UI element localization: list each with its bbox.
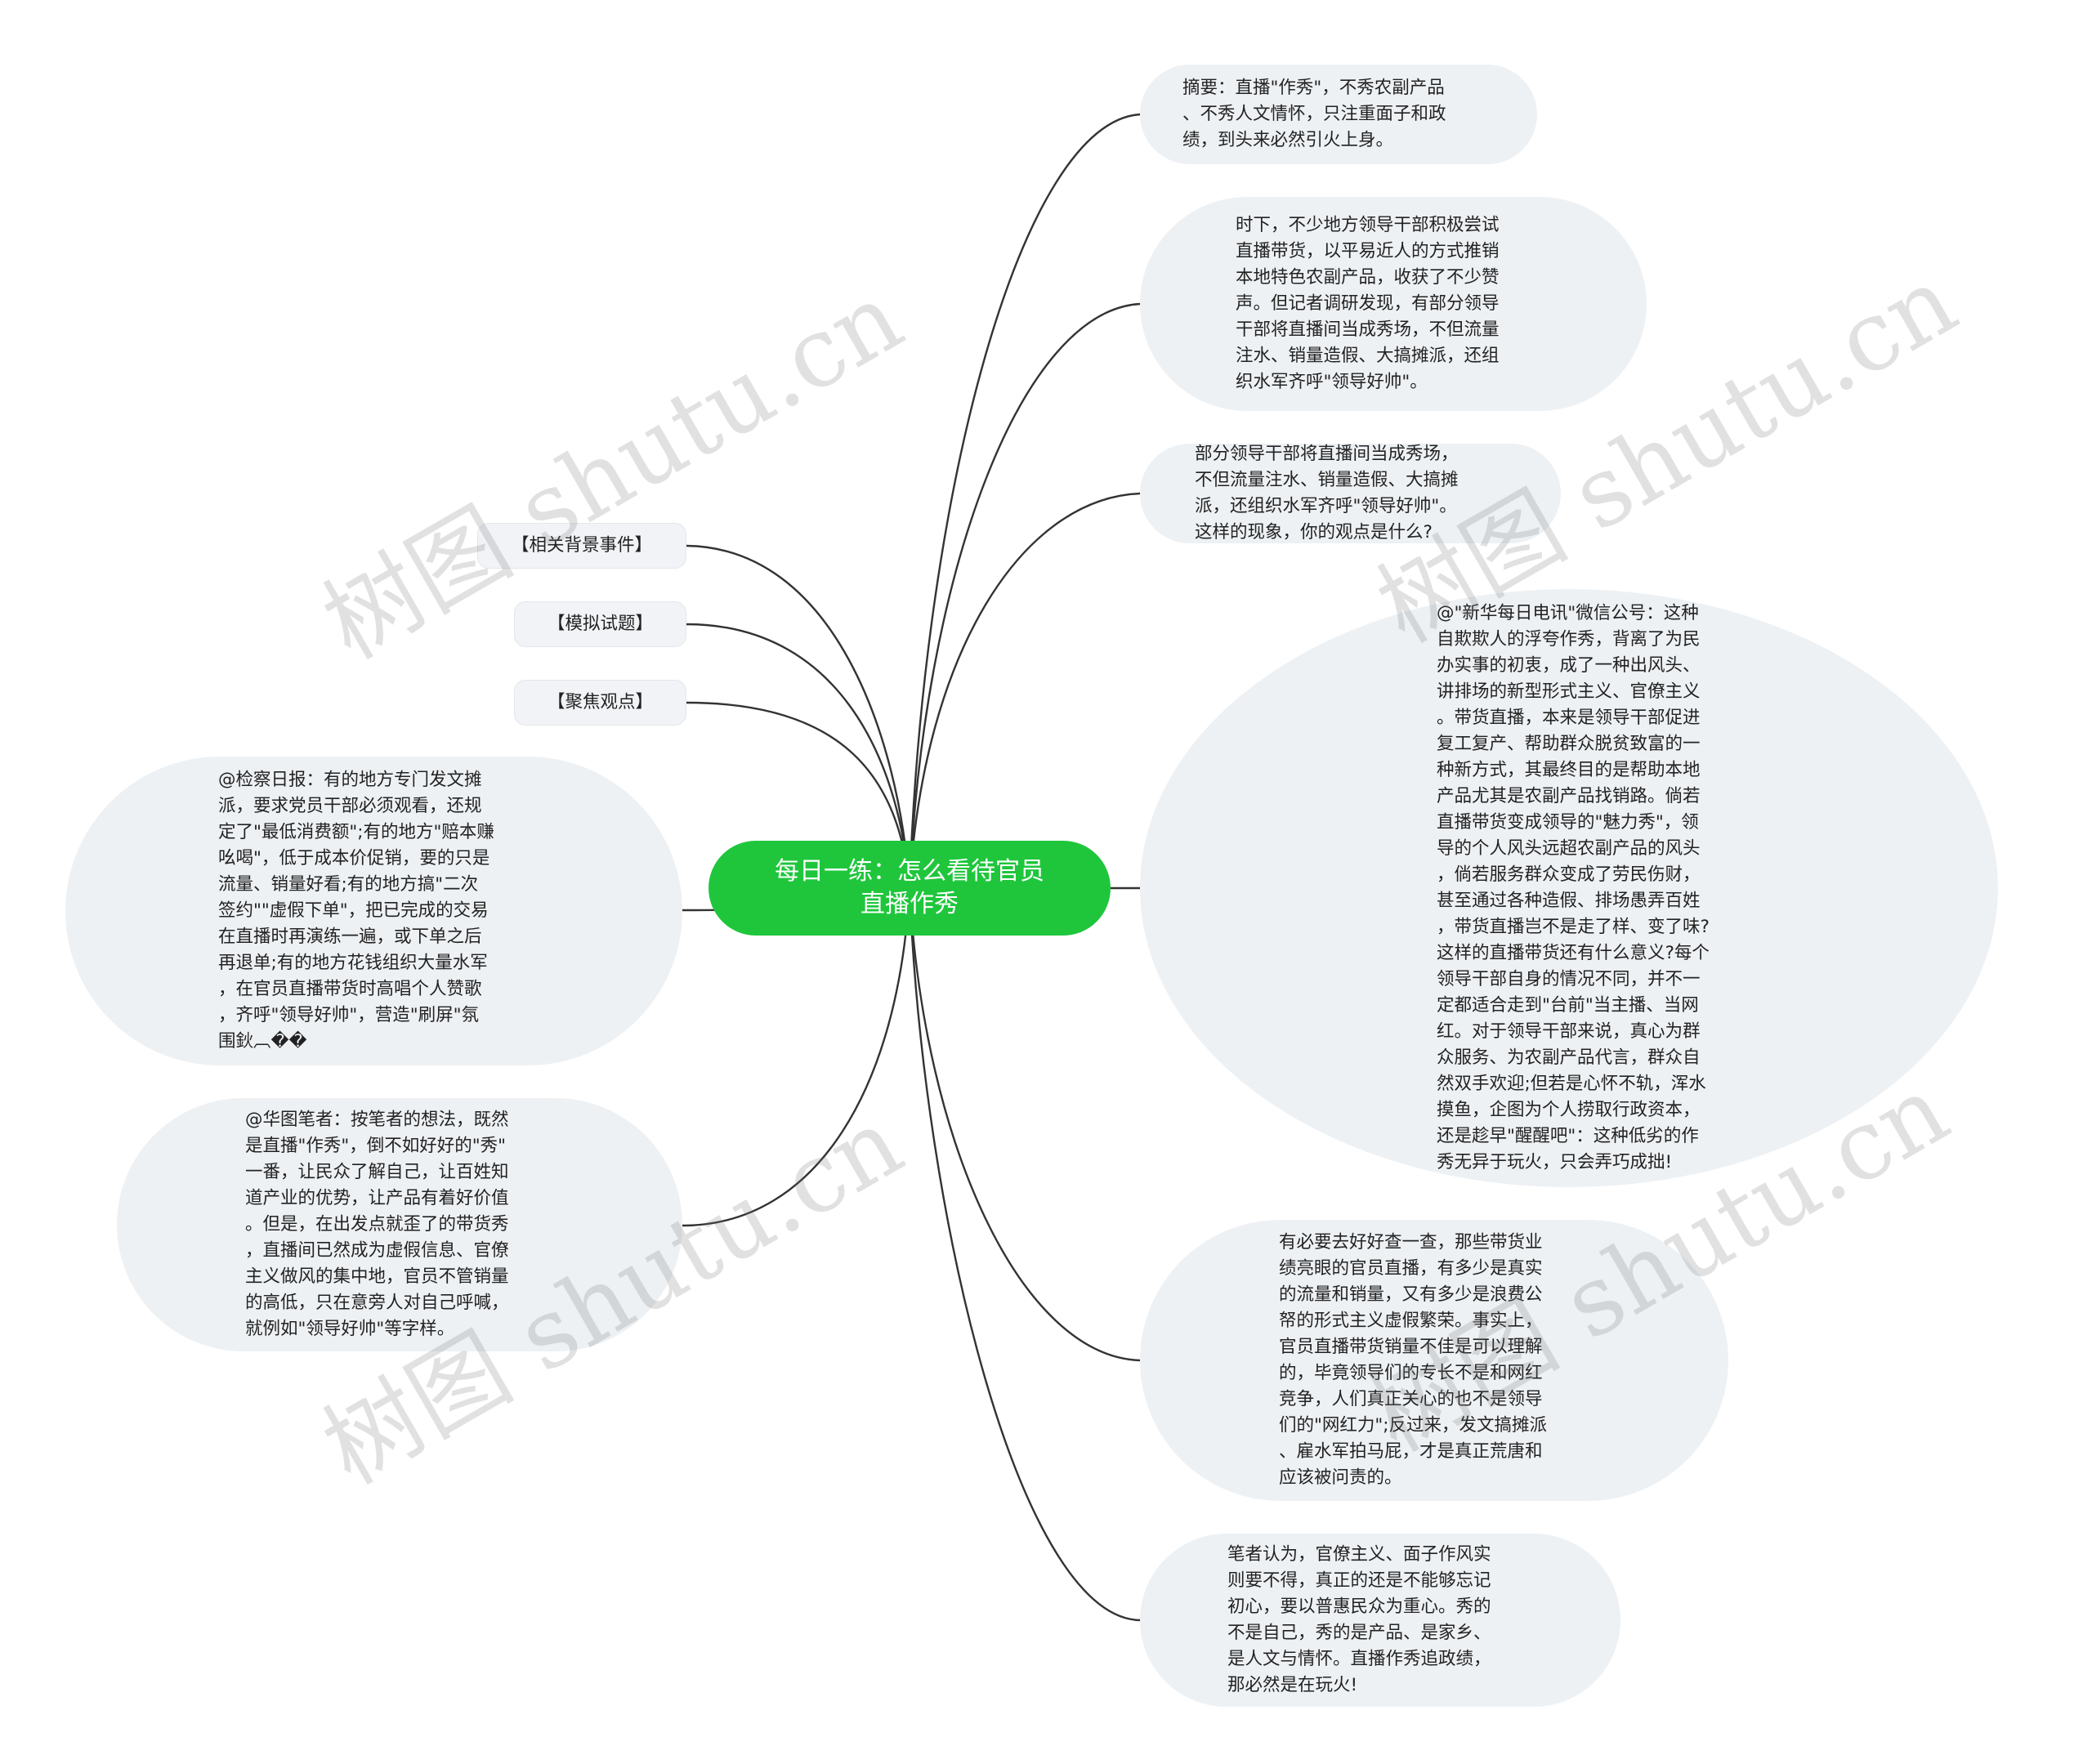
left-label-text: 【相关背景事件】: [511, 535, 652, 556]
right-node-xinhua[interactable]: @"新华每日电讯"微信公号：这种 自欺欺人的浮夸作秀，背离了为民 办实事的初衷，…: [1140, 589, 1998, 1187]
link-right-node-1: [908, 113, 1141, 889]
link-right-node-2: [908, 302, 1141, 889]
node-text: 部分领导干部将直播间当成秀场， 不但流量注水、销量造假、大搞摊 派，还组织水军齐…: [1195, 444, 1459, 543]
root-topic[interactable]: 每日一练：怎么看待官员 直播作秀: [709, 841, 1111, 936]
left-label-text: 【模拟试题】: [547, 614, 653, 634]
link-left-label-2: [686, 623, 911, 889]
root-topic-line-1: 每日一练：怎么看待官员: [775, 857, 1044, 886]
right-node-investigation[interactable]: 有必要去好好查一查，那些带货业 绩亮眼的官员直播，有多少是真实 的流量和销量，又…: [1140, 1220, 1728, 1501]
node-text: @华图笔者：按笔者的想法，既然 是直播"作秀"，倒不如好好的"秀" 一番，让民众…: [245, 1110, 509, 1339]
left-label-text: 【聚焦观点】: [547, 692, 653, 712]
node-text: 有必要去好好查一查，那些带货业 绩亮眼的官员直播，有多少是真实 的流量和销量，又…: [1279, 1232, 1548, 1488]
left-label-mock-exam[interactable]: 【模拟试题】: [514, 601, 686, 647]
link-right-node-5: [908, 887, 1141, 1362]
right-node-summary[interactable]: 摘要：直播"作秀"，不秀农副产品 、不秀人文情怀，只注重面子和政 绩，到头来必然…: [1140, 65, 1537, 164]
link-left-label-1: [686, 544, 911, 889]
node-text: 笔者认为，官僚主义、面子作风实 则要不得，真正的还是不能够忘记 初心，要以普惠民…: [1227, 1544, 1491, 1695]
node-text: 时下，不少地方领导干部积极尝试 直播带货，以平易近人的方式推销 本地特色农副产品…: [1236, 215, 1500, 392]
node-text: 摘要：直播"作秀"，不秀农副产品 、不秀人文情怀，只注重面子和政 绩，到头来必然…: [1182, 78, 1446, 150]
right-node-author-opinion[interactable]: 笔者认为，官僚主义、面子作风实 则要不得，真正的还是不能够忘记 初心，要以普惠民…: [1140, 1534, 1620, 1707]
left-label-focus-views[interactable]: 【聚焦观点】: [514, 680, 686, 726]
right-node-current-situation[interactable]: 时下，不少地方领导干部积极尝试 直播带货，以平易近人的方式推销 本地特色农副产品…: [1140, 197, 1647, 411]
node-text: @"新华每日电讯"微信公号：这种 自欺欺人的浮夸作秀，背离了为民 办实事的初衷，…: [1437, 603, 1710, 1172]
left-node-huatu-author[interactable]: @华图笔者：按笔者的想法，既然 是直播"作秀"，倒不如好好的"秀" 一番，让民众…: [117, 1098, 682, 1351]
left-node-procuratorate-daily[interactable]: @检察日报：有的地方专门发文摊 派，要求党员干部必须观看，还规 定了"最低消费额…: [65, 757, 682, 1065]
right-node-question[interactable]: 部分领导干部将直播间当成秀场， 不但流量注水、销量造假、大搞摊 派，还组织水军齐…: [1140, 444, 1561, 543]
root-topic-line-2: 直播作秀: [860, 890, 959, 918]
link-right-node-6: [908, 887, 1141, 1622]
left-label-background-events[interactable]: 【相关背景事件】: [477, 523, 686, 569]
link-left-node-2: [682, 887, 911, 1227]
link-right-node-3: [908, 492, 1141, 889]
node-text: @检察日报：有的地方专门发文摊 派，要求党员干部必须观看，还规 定了"最低消费额…: [218, 770, 494, 1052]
